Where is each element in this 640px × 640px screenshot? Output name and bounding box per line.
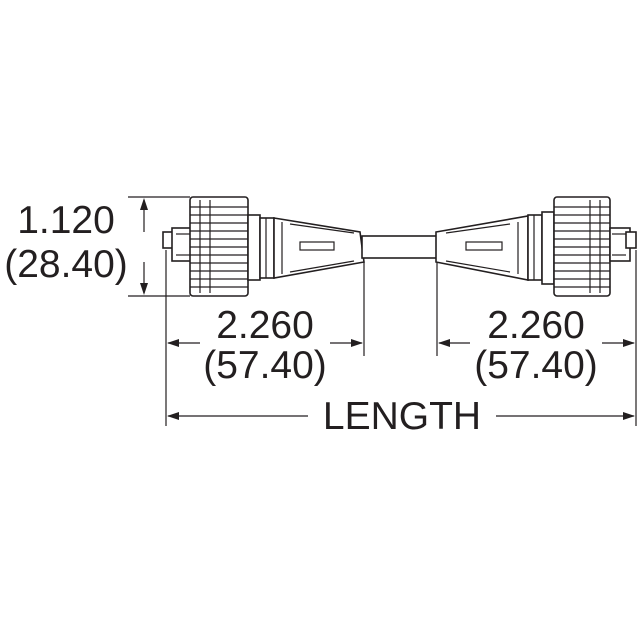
left-collar xyxy=(247,214,261,281)
length-label: LENGTH xyxy=(323,395,481,438)
length-arrow-right xyxy=(623,412,635,420)
left-dim-arrow-left xyxy=(167,339,179,347)
length-arrow-left xyxy=(167,412,179,420)
left-length-mm-label: (57.40) xyxy=(203,344,327,387)
cable xyxy=(361,235,439,259)
height-arrow-down xyxy=(140,283,148,295)
height-mm-label: (28.40) xyxy=(4,243,128,286)
right-strain-relief xyxy=(435,215,529,281)
left-connector xyxy=(162,196,365,297)
right-dim-arrow-left xyxy=(438,339,450,347)
height-dimension: 1.120 (28.40) xyxy=(4,196,190,297)
right-collar-ring xyxy=(527,214,543,281)
left-length-inch-label: 2.260 xyxy=(216,304,314,347)
left-latch xyxy=(171,227,193,262)
right-dim-arrow-right xyxy=(623,339,635,347)
right-connector xyxy=(435,196,637,297)
right-length-mm-label: (57.40) xyxy=(474,344,598,387)
right-latch-tab xyxy=(625,231,637,249)
right-collar xyxy=(541,211,555,285)
overall-length-dimension: LENGTH xyxy=(167,395,635,438)
left-strain-relief xyxy=(273,217,365,279)
extension-lines xyxy=(165,250,637,426)
left-dim-arrow-right xyxy=(351,339,363,347)
cable-body xyxy=(361,235,439,259)
height-arrow-up xyxy=(140,198,148,210)
left-connector-dimension: 2.260 (57.40) xyxy=(167,304,363,387)
right-connector-dimension: 2.260 (57.40) xyxy=(438,304,635,387)
left-collar-ring xyxy=(259,217,275,279)
height-inch-label: 1.120 xyxy=(17,199,115,242)
right-length-inch-label: 2.260 xyxy=(487,304,585,347)
